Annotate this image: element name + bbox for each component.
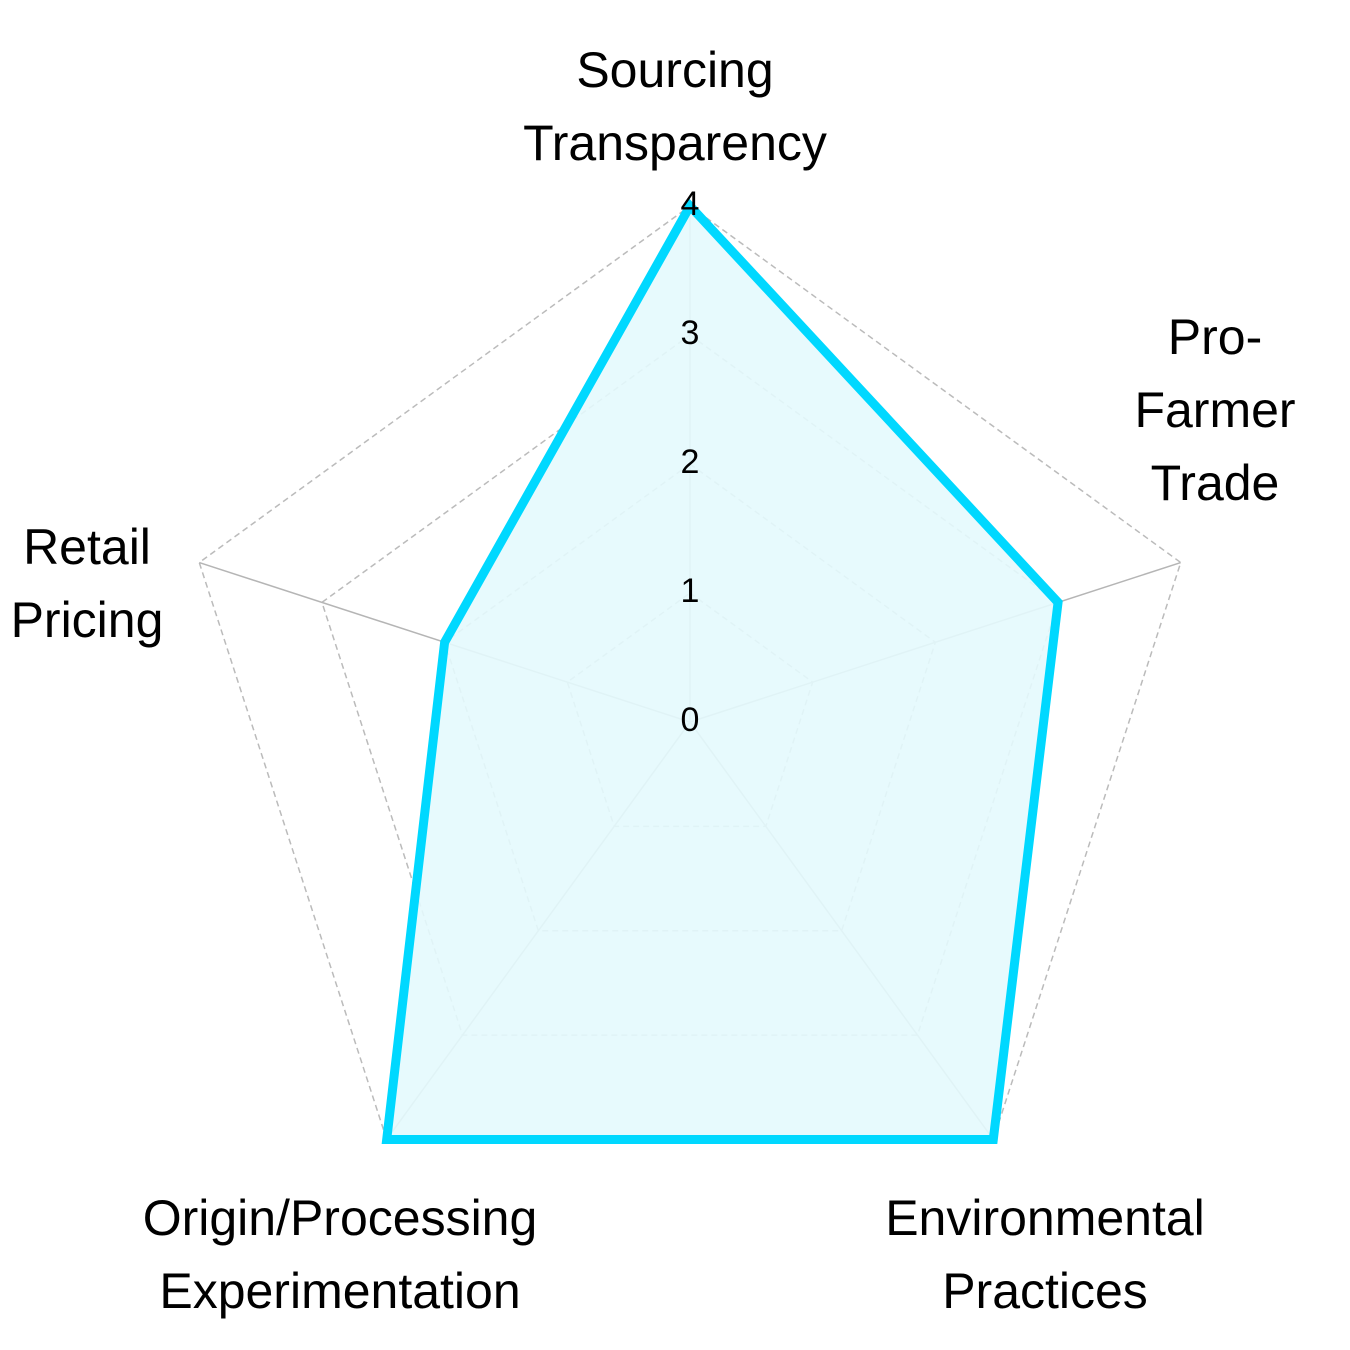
series-fill: [386, 206, 1059, 1140]
tick-label: 3: [681, 314, 700, 352]
series-line: [381, 198, 1063, 1144]
series: [381, 198, 1063, 1144]
grid-ring-4: [198, 205, 1182, 1141]
grid-ring-3: [321, 334, 1059, 1036]
tick-label: 0: [681, 701, 700, 739]
tick-label: 4: [681, 185, 700, 223]
tick-label: 2: [681, 443, 700, 481]
tick-label: 1: [681, 572, 700, 610]
tick-labels: 0 1 2 3 4: [681, 185, 700, 739]
